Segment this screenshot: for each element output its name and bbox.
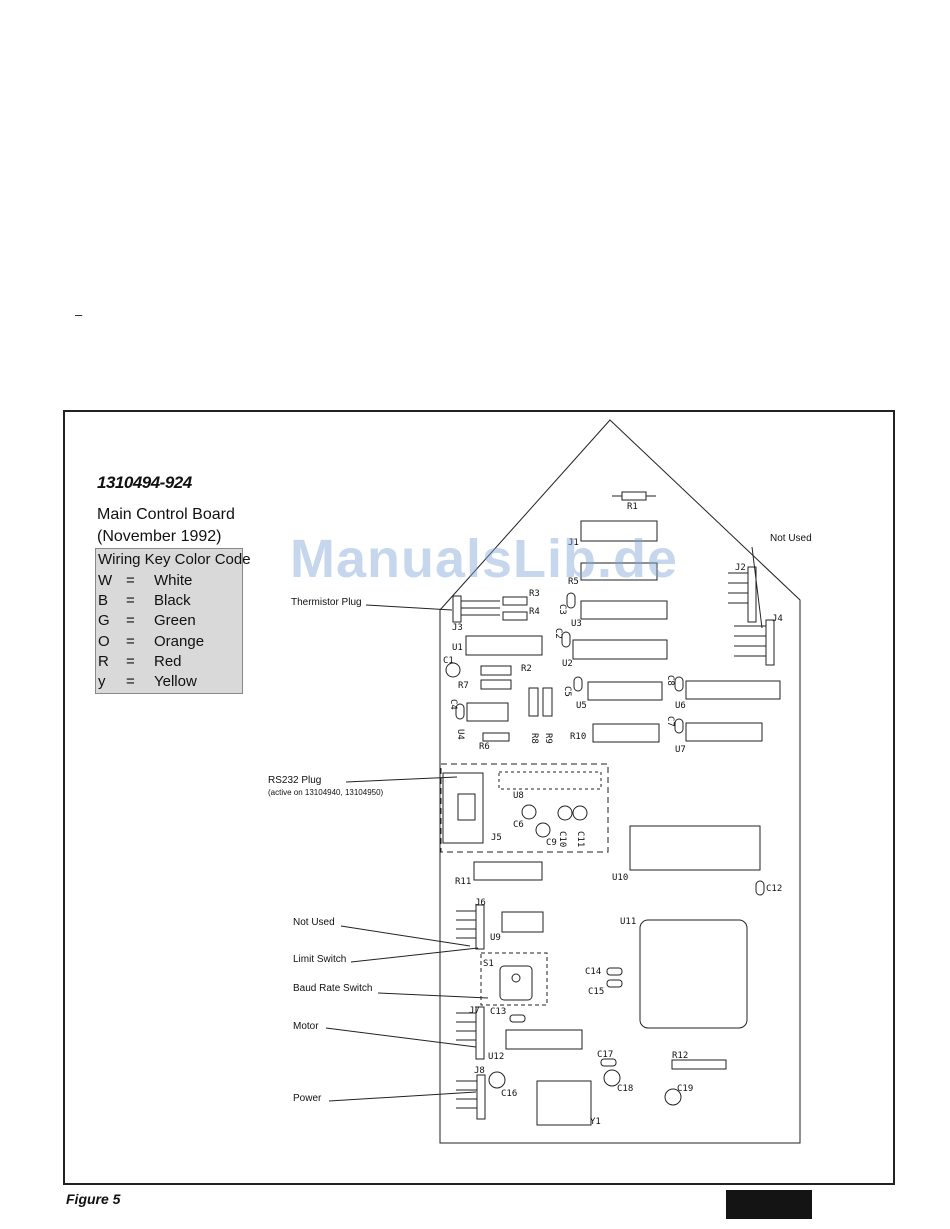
figure-label: Figure 5 — [66, 1191, 121, 1207]
wiring-key-row: O = Orange — [98, 633, 244, 653]
key-equals: = — [126, 592, 135, 609]
header-mark: – — [75, 307, 83, 322]
key-letter: R — [98, 653, 109, 670]
label-C1: C1 — [443, 656, 454, 666]
label-J2: J2 — [735, 563, 746, 573]
callout-baud-rate-switch: Baud Rate Switch — [293, 983, 373, 994]
key-color: Black — [154, 592, 191, 609]
board-title: Main Control Board (November 1992) — [97, 504, 235, 548]
label-C14: C14 — [585, 967, 601, 977]
label-U3: U3 — [571, 619, 582, 629]
label-R5: R5 — [568, 577, 579, 587]
key-equals: = — [126, 612, 135, 629]
callout-power: Power — [293, 1093, 322, 1104]
label-U7: U7 — [675, 745, 686, 755]
board-title-line-2: (November 1992) — [97, 528, 222, 545]
label-R7: R7 — [458, 681, 469, 691]
label-C15: C15 — [588, 987, 604, 997]
label-U8: U8 — [513, 791, 524, 801]
key-color: Green — [154, 612, 196, 629]
label-U9: U9 — [490, 933, 501, 943]
label-J7: J7 — [469, 1006, 480, 1016]
board-outline — [439, 419, 801, 1144]
label-C9: C9 — [546, 838, 557, 848]
label-C11: C11 — [575, 831, 585, 847]
key-color: White — [154, 572, 193, 589]
callout-thermistor-plug: Thermistor Plug — [291, 597, 362, 608]
key-color: Red — [154, 653, 182, 670]
label-R4: R4 — [529, 607, 540, 617]
label-C2: C2 — [553, 628, 563, 639]
key-color: Orange — [154, 633, 205, 650]
label-U1: U1 — [452, 643, 463, 653]
key-letter: W — [98, 572, 113, 589]
wiring-key-row: y = Yellow — [98, 673, 244, 693]
label-U12: U12 — [488, 1052, 504, 1062]
key-letter: O — [98, 633, 110, 650]
part-number: 1310494-924 — [97, 473, 192, 492]
label-U10: U10 — [612, 873, 628, 883]
label-C16: C16 — [501, 1089, 517, 1099]
label-J5: J5 — [491, 833, 502, 843]
wiring-key-row: R = Red — [98, 653, 244, 673]
key-letter: G — [98, 612, 110, 629]
label-C4: C4 — [448, 699, 458, 710]
label-C10: C10 — [557, 831, 567, 847]
label-R9: R9 — [543, 733, 553, 744]
key-letter: B — [98, 592, 109, 609]
label-U11: U11 — [620, 917, 636, 927]
label-C19: C19 — [677, 1084, 693, 1094]
label-J6: J6 — [475, 898, 486, 908]
page-tab-bar — [726, 1190, 812, 1219]
label-C17: C17 — [597, 1050, 613, 1060]
key-color: Yellow — [154, 673, 197, 690]
callout-not-used: Not Used — [293, 917, 335, 928]
label-C6: C6 — [513, 820, 524, 830]
board-title-line-1: Main Control Board — [97, 506, 235, 523]
label-C7: C7 — [665, 716, 675, 727]
key-equals: = — [126, 572, 135, 589]
label-J4: J4 — [772, 614, 783, 624]
label-C5: C5 — [562, 686, 572, 697]
wiring-key-title: Wiring Key Color Code — [98, 551, 251, 568]
label-R10: R10 — [570, 732, 586, 742]
label-R8: R8 — [529, 733, 539, 744]
label-J1: J1 — [568, 538, 579, 548]
callout-motor: Motor — [293, 1021, 319, 1032]
wiring-key-table: Wiring Key Color Code W = White B = Blac… — [95, 548, 251, 694]
label-R3: R3 — [529, 589, 540, 599]
watermark: ManualsLib.de — [290, 529, 679, 589]
label-U6: U6 — [675, 701, 686, 711]
label-R6: R6 — [479, 742, 490, 752]
callout-rs232-note: (active on 13104940, 13104950) — [268, 788, 384, 797]
label-C3: C3 — [557, 604, 567, 615]
label-J8: J8 — [474, 1066, 485, 1076]
label-C18: C18 — [617, 1084, 633, 1094]
label-S1: S1 — [483, 959, 494, 969]
callout-rs232-plug: RS232 Plug — [268, 775, 322, 786]
wiring-key-row: B = Black — [98, 592, 244, 612]
label-R12: R12 — [672, 1051, 688, 1061]
label-C13: C13 — [490, 1007, 506, 1017]
diagram-frame — [63, 410, 895, 1185]
label-R11: R11 — [455, 877, 471, 887]
callout-not-used-top: Not Used — [770, 533, 812, 544]
key-letter: y — [98, 673, 106, 690]
wiring-key-row: G = Green — [98, 612, 244, 632]
key-equals: = — [126, 633, 135, 650]
label-R2: R2 — [521, 664, 532, 674]
label-U2: U2 — [562, 659, 573, 669]
label-C8: C8 — [665, 675, 675, 686]
key-equals: = — [126, 653, 135, 670]
label-U5: U5 — [576, 701, 587, 711]
label-R1: R1 — [627, 502, 638, 512]
wiring-key-row: W = White — [98, 572, 244, 592]
label-Y1: Y1 — [590, 1117, 601, 1127]
callout-limit-switch: Limit Switch — [293, 954, 347, 965]
label-U4: U4 — [455, 729, 465, 740]
key-equals: = — [126, 673, 135, 690]
label-J3: J3 — [452, 623, 463, 633]
label-C12: C12 — [766, 884, 782, 894]
